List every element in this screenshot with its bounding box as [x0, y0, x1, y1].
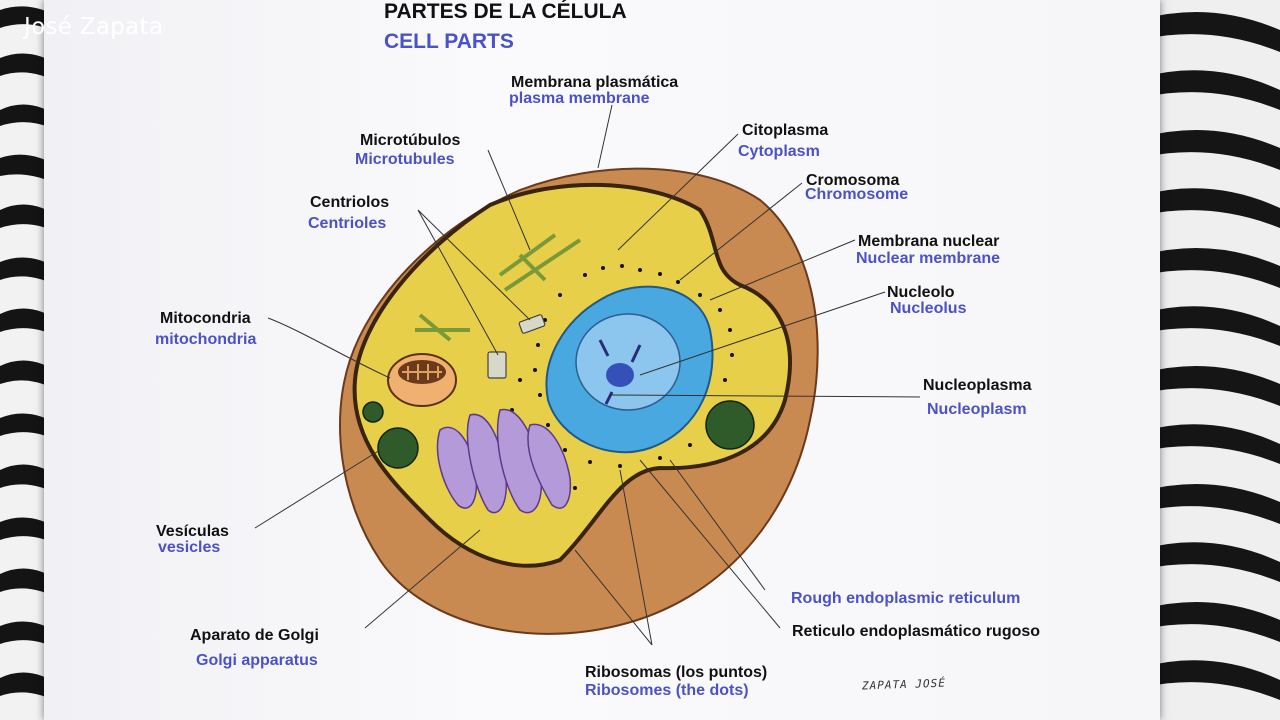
zebra-background-right [1140, 0, 1280, 720]
watermark: José Zapata [24, 14, 164, 40]
label-microtubules-en: Microtubules [355, 151, 455, 168]
label-chromosome-en: Chromosome [805, 186, 909, 203]
label-centrioles-es: Centriolos [310, 194, 390, 211]
label-nucleolus-es: Nucleolo [887, 284, 955, 301]
label-mitochondria-en: mitochondria [155, 331, 257, 348]
vesicles-shape [362, 400, 755, 469]
label-cytoplasm-es: Citoplasma [742, 122, 829, 139]
microtubules-shape [415, 233, 582, 342]
title-english: CELL PARTS [384, 30, 514, 53]
label-chromosome-es: Cromosoma [806, 172, 900, 189]
label-nucleoplasm-en: Nucleoplasm [927, 401, 1027, 418]
golgi-apparatus-shape [436, 408, 572, 514]
label-nucleolus-en: Nucleolus [890, 300, 967, 317]
label-rough-er-en: Rough endoplasmic reticulum [791, 590, 1021, 607]
label-centrioles-en: Centrioles [308, 215, 387, 232]
leader-lines [254, 104, 921, 646]
label-vesicles-en: vesicles [158, 539, 221, 556]
centrioles-shape [487, 314, 546, 379]
label-plasma-membrane-es: Membrana plasmática [511, 74, 679, 91]
title-spanish: PARTES DE LA CÉLULA [384, 0, 627, 23]
label-plasma-membrane-en: plasma membrane [509, 90, 650, 107]
label-golgi-en: Golgi apparatus [196, 652, 318, 669]
label-nuclear-membrane-es: Membrana nuclear [858, 233, 1000, 250]
label-nucleoplasm-es: Nucleoplasma [923, 377, 1032, 394]
chromosome-shape [598, 339, 642, 405]
label-rough-er-es: Reticulo endoplasmático rugoso [792, 623, 1041, 640]
label-nuclear-membrane-en: Nuclear membrane [856, 250, 1001, 267]
label-cytoplasm-en: Cytoplasm [738, 143, 820, 160]
nucleolus-shape [606, 363, 634, 387]
mitochondria-shape [387, 353, 457, 407]
label-ribosomes-en: Ribosomes (the dots) [585, 682, 749, 699]
label-mitochondria-es: Mitocondria [160, 310, 251, 327]
nucleoplasm-region [575, 313, 681, 411]
label-vesicles-es: Vesículas [156, 523, 229, 540]
label-golgi-es: Aparato de Golgi [190, 627, 319, 644]
label-microtubules-es: Microtúbulos [360, 132, 461, 149]
label-ribosomes-es: Ribosomas (los puntos) [585, 664, 768, 681]
